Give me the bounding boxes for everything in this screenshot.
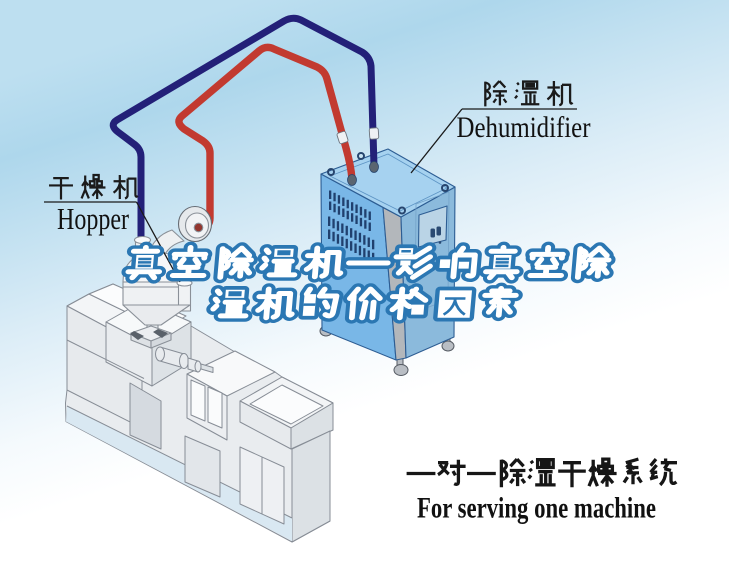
- svg-text:Dehumidifier: Dehumidifier: [457, 111, 591, 144]
- svg-text:For serving one machine: For serving one machine: [417, 492, 656, 525]
- svg-text:Hopper: Hopper: [57, 201, 130, 236]
